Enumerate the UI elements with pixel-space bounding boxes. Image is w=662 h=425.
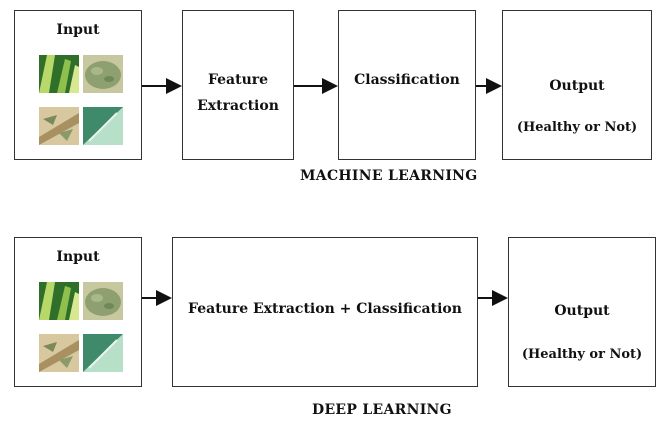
leaf-photo-icon <box>39 107 79 145</box>
ml-output-sub: (Healthy or Not) <box>516 120 638 135</box>
ml-feature-label-line2: Extraction <box>197 98 279 114</box>
dl-output-label: Output <box>554 303 610 319</box>
leaf-photo-icon <box>39 282 79 320</box>
ml-caption: MACHINE LEARNING <box>300 168 478 184</box>
ml-classification-box: Classification <box>338 10 476 160</box>
dl-combined-box: Feature Extraction + Classification <box>172 237 478 387</box>
ml-output-box: Output (Healthy or Not) <box>502 10 652 160</box>
dl-output-box: Output (Healthy or Not) <box>508 237 656 387</box>
ml-output-label: Output <box>549 78 605 94</box>
dl-caption: DEEP LEARNING <box>312 402 452 418</box>
dl-input-label: Input <box>56 249 100 265</box>
leaf-photo-icon <box>83 334 123 372</box>
ml-input-label: Input <box>56 22 100 38</box>
leaf-photo-icon <box>39 334 79 372</box>
ml-feature-extraction-box: Feature Extraction <box>182 10 294 160</box>
leaf-photo-icon <box>83 55 123 93</box>
dl-combined-label: Feature Extraction + Classification <box>188 301 462 317</box>
dl-output-sub: (Healthy or Not) <box>521 347 643 362</box>
ml-feature-label-line1: Feature <box>207 72 269 88</box>
leaf-photo-icon <box>83 107 123 145</box>
ml-classification-label: Classification <box>354 72 460 88</box>
leaf-photo-icon <box>83 282 123 320</box>
ml-input-box: Input <box>14 10 142 160</box>
leaf-photo-icon <box>39 55 79 93</box>
dl-input-box: Input <box>14 237 142 387</box>
